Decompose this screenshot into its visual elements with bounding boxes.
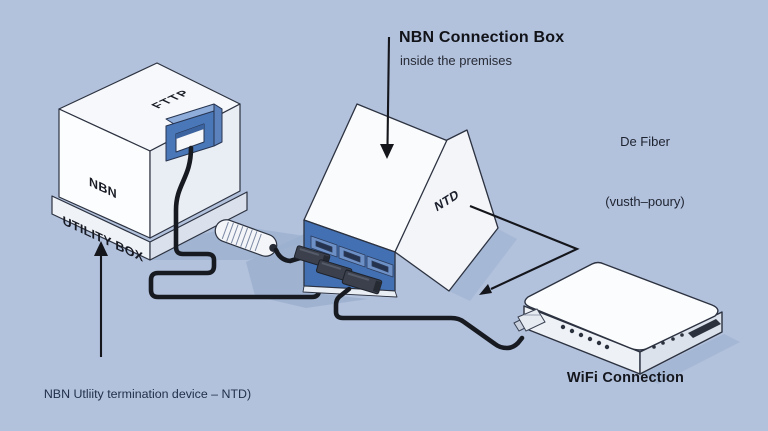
ntd-port-3-slot [371, 260, 389, 273]
arrow-down-icon [380, 36, 394, 159]
connection-box-title: NBN Connection Box [399, 29, 565, 46]
utility-box-label-line2: UTILITY BOX [62, 213, 144, 265]
utility-note: NBN Utliity termination device – NTD) Si… [20, 343, 275, 431]
fibre-cable-main [148, 145, 322, 300]
ntd-port-1-slot [315, 240, 333, 253]
fibre-port-window-shadow [176, 124, 204, 139]
router-details [513, 308, 721, 350]
plug-3 [341, 269, 383, 295]
ntd-right-shadow [449, 229, 517, 301]
router-led-row [560, 324, 610, 350]
router-plug [513, 308, 546, 332]
router-side-marks [652, 333, 684, 349]
annotation-arrows [94, 36, 580, 357]
fiber-note-line1: De Fiber [620, 134, 670, 149]
ntd-plugs [293, 245, 383, 295]
fibre-port [165, 103, 223, 162]
fiber-note: De Fiber (vusth–poury) [570, 92, 720, 252]
router-vent-grill [688, 319, 721, 338]
utility-box-label-line1: NBN [89, 174, 117, 202]
utility-note-line1: NBN Utliity termination device – NTD) [43, 387, 252, 401]
router-shadow [642, 334, 740, 384]
ntd-ports [310, 235, 394, 278]
ntd-end-face [394, 129, 499, 292]
conduit-ridges [221, 221, 262, 252]
arrow-up-icon [94, 241, 108, 357]
fibre-port-right-flange [213, 103, 223, 147]
connection-box-subtitle: inside the premises [400, 53, 512, 68]
router-top-face [524, 261, 719, 351]
wifi-connection-label: WiFi Connection [566, 370, 685, 386]
ethernet-cable-router [333, 286, 525, 351]
ntd-port-2-slot [343, 250, 361, 263]
arrow-bend-icon [469, 205, 580, 295]
fibre-cable-conduit [273, 247, 303, 264]
fiber-note-line2: (vusth–poury) [605, 194, 685, 209]
